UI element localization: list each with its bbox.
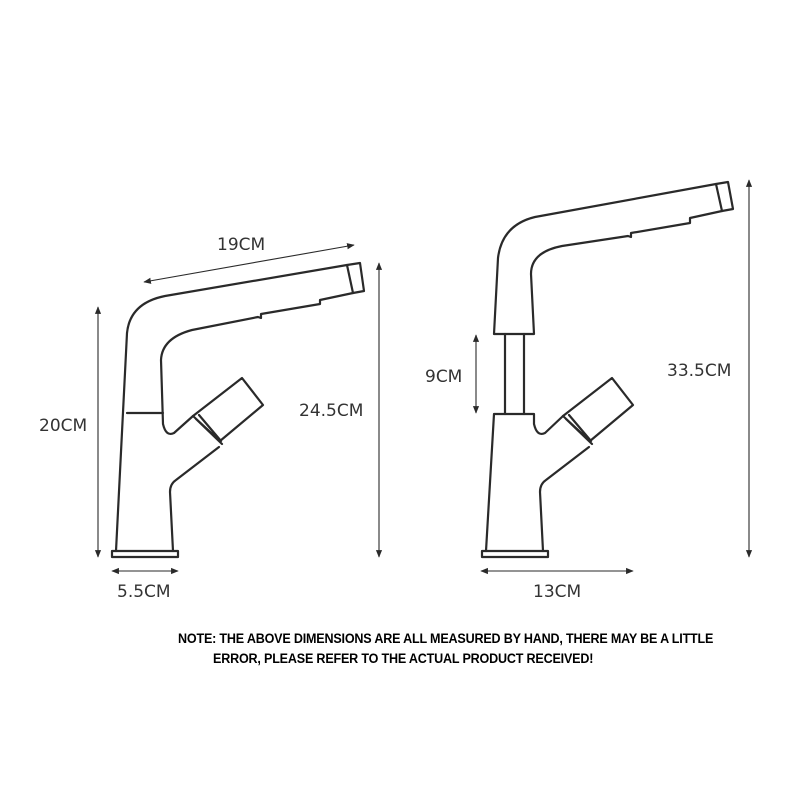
- label-reach: 13CM: [533, 582, 581, 602]
- label-spout-length: 19CM: [217, 235, 265, 255]
- handle: [191, 376, 265, 446]
- label-lift-height: 9CM: [425, 367, 462, 387]
- label-body-height: 20CM: [39, 416, 87, 436]
- note-line-2: ERROR, PLEASE REFER TO THE ACTUAL PRODUC…: [213, 651, 594, 666]
- label-total-height-left: 24.5CM: [299, 401, 363, 421]
- faucet-body-outline: [114, 263, 355, 553]
- base-plate: [480, 549, 550, 559]
- label-total-height-right: 33.5CM: [667, 361, 731, 381]
- handle: [561, 376, 635, 446]
- note-line-1: NOTE: THE ABOVE DIMENSIONS ARE ALL MEASU…: [178, 631, 714, 646]
- base-plate: [110, 549, 180, 559]
- faucet-head-outline: [492, 182, 724, 336]
- faucet-extended: [480, 180, 735, 559]
- spray-head-tip: [714, 180, 735, 213]
- label-base-width: 5.5CM: [117, 582, 171, 602]
- extension-tube: [503, 332, 526, 416]
- dimension-line-spout-length: [143, 243, 355, 284]
- faucet-body-outline: [484, 412, 591, 553]
